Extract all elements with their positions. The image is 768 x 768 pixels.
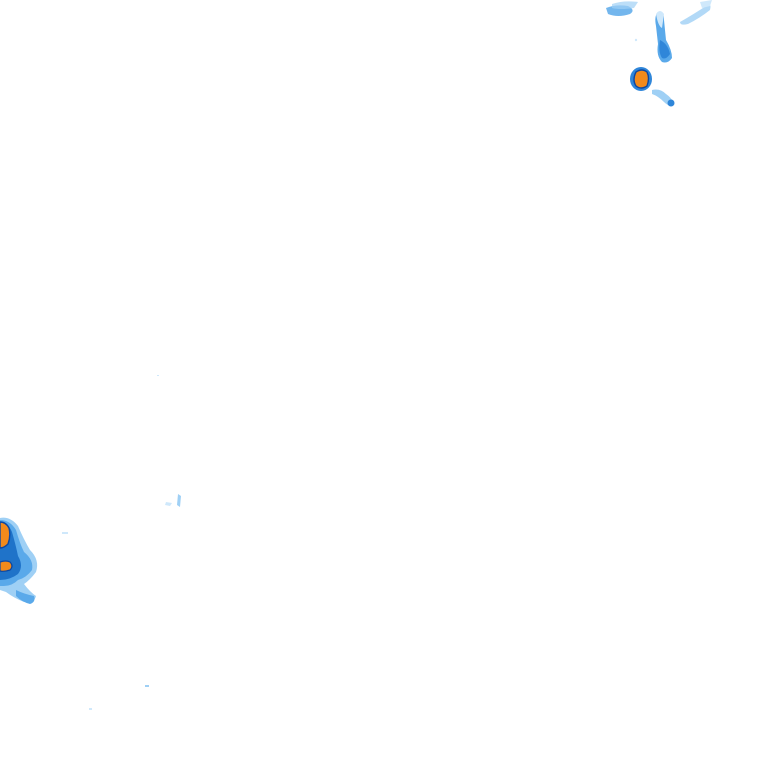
northeast-precip-cluster: [606, 0, 712, 107]
precip-streak-top-right: [680, 4, 711, 25]
echo-mid-4: [157, 375, 159, 376]
echo-low-2: [89, 708, 92, 710]
echo-mid-2: [165, 502, 172, 506]
precip-speck-ne: [667, 99, 675, 107]
precip-band-vertical-fringe: [656, 11, 664, 28]
scattered-echoes: [62, 375, 181, 710]
west-edge-precip-cluster: [0, 517, 38, 604]
intense-cell-west-upper: [0, 521, 11, 549]
precip-streak-top-right-2: [700, 0, 712, 8]
precip-speck-ne-2: [634, 38, 638, 42]
precip-tail-west: [16, 590, 35, 604]
echo-low-1: [145, 685, 149, 687]
echo-mid-3: [62, 532, 68, 534]
precip-streak-top-left-light: [612, 1, 638, 10]
precip-band-vertical-core: [659, 40, 670, 59]
echo-mid-1: [177, 494, 181, 507]
intense-cell-ne: [633, 69, 650, 89]
intense-cell-west-lower: [0, 560, 13, 572]
